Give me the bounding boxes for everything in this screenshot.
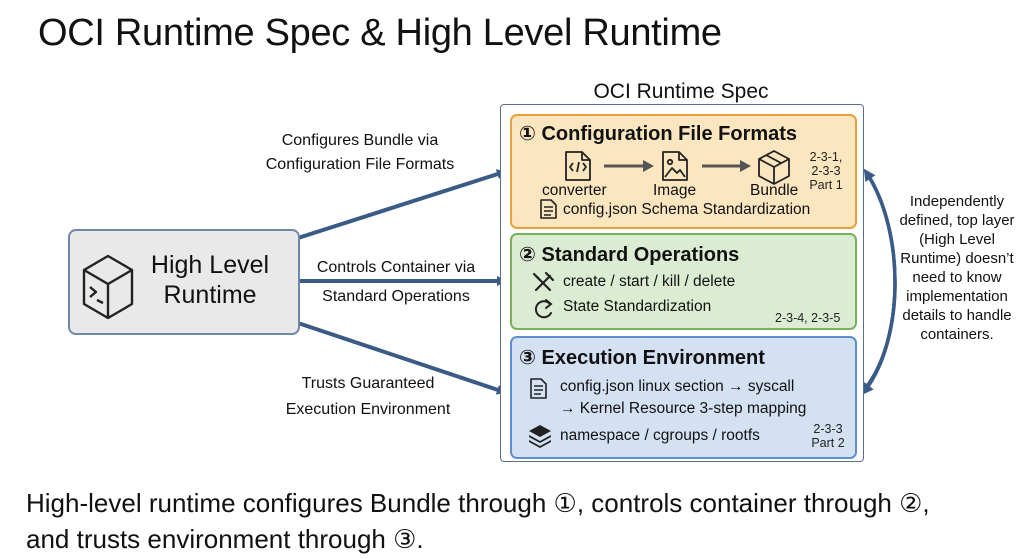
refresh-icon	[534, 299, 553, 319]
box-icon	[758, 150, 790, 185]
arrow-configures	[297, 169, 507, 240]
tools-icon	[532, 271, 555, 292]
side-note: Independently defined, top layer (High L…	[899, 193, 1015, 343]
arrow-trusts	[297, 321, 507, 395]
edge-label-configures: Configures Bundle via Configuration File…	[250, 129, 470, 177]
high-level-runtime-label: High Level Runtime	[140, 250, 280, 310]
config-file-formats-box	[510, 114, 857, 229]
edge-label-controls: Controls Container via Standard Operatio…	[300, 256, 492, 309]
step-label-converter: converter	[542, 182, 607, 199]
bracket-arrow-down	[861, 171, 897, 396]
ops-box-title: ② Standard Operations	[519, 244, 740, 266]
exec-ref-line2: Part 2	[811, 436, 845, 450]
ops-label: create / start / kill / delete	[563, 273, 736, 290]
edge-controls-line2: Standard Operations	[322, 288, 470, 305]
page-title: OCI Runtime Spec & High Level Runtime	[38, 12, 722, 54]
code-file-icon	[565, 151, 591, 181]
exec-ref: 2-3-3 Part 2	[808, 422, 848, 450]
mapping-line2: → Kernel Resource 3-step mapping	[560, 400, 807, 417]
execution-environment-box	[510, 336, 857, 459]
high-level-runtime-line2: Runtime	[163, 281, 257, 309]
edge-controls-line1: Controls Container via	[316, 259, 476, 276]
high-level-runtime-line1: High Level	[150, 251, 270, 279]
exec-box-title: ③ Execution Environment	[519, 347, 765, 369]
edge-label-trusts: Trusts Guaranteed Execution Environment	[268, 372, 468, 422]
spec-title: OCI Runtime Spec	[593, 80, 769, 103]
config-box-title: ① Configuration File Formats	[519, 123, 798, 145]
layers-icon	[529, 425, 551, 448]
ops-ref: 2-3-4, 2-3-5	[775, 311, 841, 325]
exec-ref-line1: 2-3-3	[813, 422, 843, 436]
mapping-line1: config.json linux section → syscall	[560, 378, 795, 395]
image-file-icon	[662, 151, 688, 181]
document-icon	[540, 199, 557, 219]
resources-label: namespace / cgroups / rootfs	[560, 427, 760, 444]
caption: High-level runtime configures Bundle thr…	[26, 485, 1006, 557]
edge-configures-line1: Configures Bundle via	[281, 132, 439, 149]
schema-label: config.json Schema Standardization	[563, 201, 811, 218]
caption-line2: and trusts environment through ③.	[26, 524, 424, 554]
config-ref-line1: 2-3-1,	[809, 150, 843, 164]
step-label-bundle: Bundle	[750, 182, 799, 199]
edge-configures-line2: Configuration File Formats	[265, 156, 455, 173]
edge-trusts-line2: Execution Environment	[285, 401, 451, 418]
config-ref-line3: Part 1	[809, 178, 843, 192]
config-ref-line2: 2-3-3	[811, 164, 841, 178]
config-ref: 2-3-1, 2-3-3 Part 1	[806, 150, 846, 192]
caption-line1: High-level runtime configures Bundle thr…	[26, 488, 930, 518]
step-label-image: Image	[653, 182, 697, 199]
standard-operations-box	[510, 233, 857, 330]
edge-trusts-line1: Trusts Guaranteed	[301, 375, 435, 392]
document-icon	[530, 378, 547, 399]
state-label: State Standardization	[563, 298, 712, 315]
